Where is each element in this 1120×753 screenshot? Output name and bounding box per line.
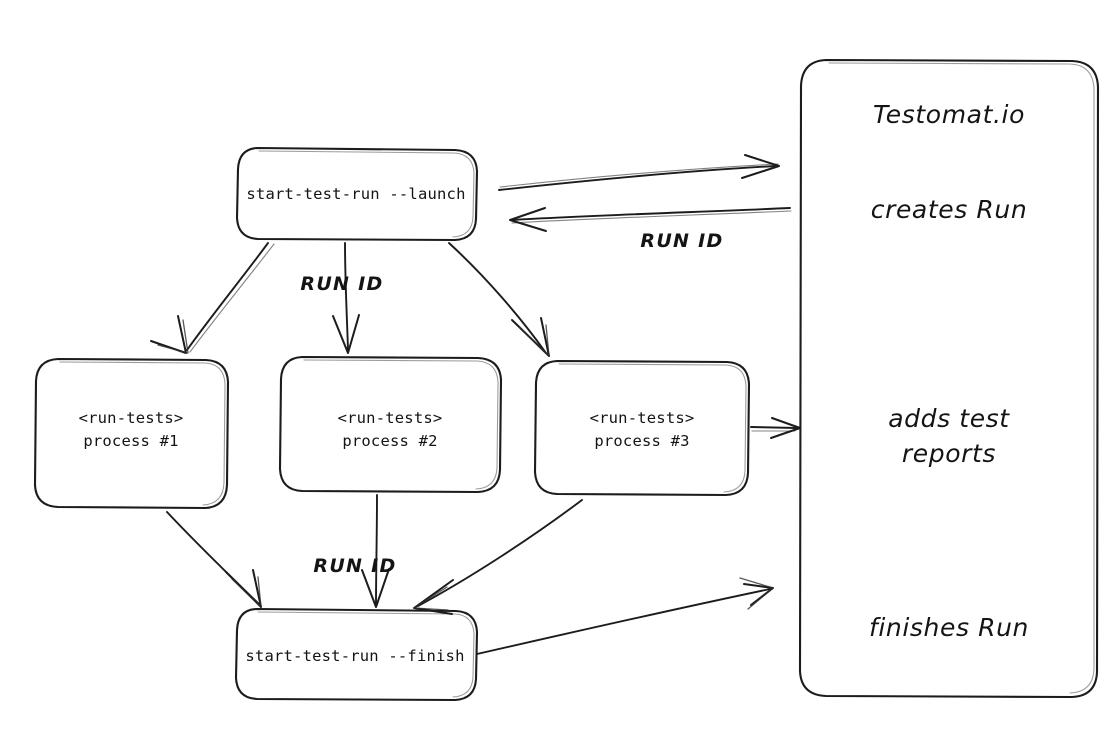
edge-launch-to-process-1 <box>150 242 275 354</box>
launch-node-outline-sketch <box>258 150 475 238</box>
edge-process-2-to-finish-line <box>375 494 378 605</box>
edge-process-3-to-panel-arrowhead <box>770 417 801 439</box>
node-run-tests-process-3[interactable]: <run-tests> process #3 <box>533 359 751 497</box>
node-run-tests-process-2[interactable]: <run-tests> process #2 <box>278 355 503 494</box>
edge-launch-to-process-2: RUN ID <box>300 242 383 354</box>
finish-node-label: start-test-run --finish <box>245 647 464 665</box>
finish-node-outline-sketch <box>257 611 475 698</box>
edge-finish-to-panel-line <box>476 588 771 655</box>
panel-title: Testomat.io <box>873 100 1025 129</box>
edge-process-2-to-finish-arrowhead <box>361 568 390 608</box>
panel-step-adds-test-reports-line2: reports <box>902 439 996 468</box>
process-1-label-line1: <run-tests> <box>79 409 184 427</box>
node-run-tests-process-1[interactable]: <run-tests> process #1 <box>33 357 230 510</box>
edge-process-3-to-panel-line <box>750 426 798 429</box>
process-2-label-line2: process #2 <box>342 432 437 450</box>
edge-panel-to-launch-line-sketch <box>511 210 792 224</box>
edge-launch-to-process-1-line-sketch <box>189 243 275 353</box>
edge-panel-to-launch-arrowhead <box>509 207 547 232</box>
process-2-outline <box>278 355 503 494</box>
edge-label-run-id-fanout: RUN ID <box>300 273 383 295</box>
edge-process-1-to-finish <box>166 511 262 608</box>
edge-process-3-to-finish <box>413 499 583 615</box>
process-1-outline-sketch <box>59 361 226 506</box>
process-1-outline <box>33 357 230 510</box>
process-3-label-line1: <run-tests> <box>590 409 695 427</box>
process-2-label-line1: <run-tests> <box>338 409 443 427</box>
panel-step-creates-run: creates Run <box>871 195 1028 224</box>
edge-process-1-to-finish-arrowhead-sketch <box>231 576 262 608</box>
panel-step-adds-test-reports-line1: adds test <box>888 404 1010 433</box>
process-3-outline-sketch <box>558 363 747 493</box>
process-2-outline-sketch <box>303 359 499 490</box>
edge-finish-to-panel-arrowhead-sketch <box>739 577 774 610</box>
edge-launch-to-process-2-line <box>344 242 349 351</box>
edge-label-run-id-fanin: RUN ID <box>313 555 396 577</box>
edge-process-3-to-panel <box>750 417 801 439</box>
edge-process-3-to-finish-line <box>417 499 583 607</box>
edge-panel-to-launch-line <box>510 207 791 221</box>
edge-finish-to-panel <box>476 577 774 655</box>
process-1-label-line2: process #1 <box>83 432 178 450</box>
panel-outline-sketch <box>828 62 1095 694</box>
edge-launch-to-panel <box>498 154 780 191</box>
node-start-test-run-launch[interactable]: start-test-run --launch <box>235 146 479 242</box>
testomat-panel[interactable]: Testomat.io creates Run adds test report… <box>798 58 1100 699</box>
edge-panel-to-launch: RUN ID <box>509 207 792 252</box>
launch-node-label: start-test-run --launch <box>246 185 465 203</box>
finish-node-outline <box>234 607 479 702</box>
edge-launch-to-panel-line <box>498 165 777 191</box>
panel-step-finishes-run: finishes Run <box>869 613 1029 642</box>
edge-process-3-to-finish-arrowhead-sketch <box>413 586 449 611</box>
process-3-label-line2: process #3 <box>594 432 689 450</box>
edge-process-2-to-finish: RUN ID <box>313 494 396 608</box>
edge-label-run-id-return: RUN ID <box>640 230 723 252</box>
edge-launch-to-panel-arrowhead <box>741 154 780 179</box>
edge-launch-to-panel-line-sketch <box>499 163 779 188</box>
edge-launch-to-process-2-arrowhead <box>332 314 360 354</box>
panel-outline <box>798 58 1100 699</box>
edge-launch-to-process-1-line <box>186 242 269 351</box>
edge-launch-to-process-3 <box>448 242 550 357</box>
node-start-test-run-finish[interactable]: start-test-run --finish <box>234 607 479 702</box>
process-3-outline <box>533 359 751 497</box>
edge-launch-to-process-3-line <box>448 242 547 354</box>
edge-launch-to-process-3-arrowhead-sketch <box>518 324 550 357</box>
launch-node-outline <box>235 146 479 242</box>
edge-launch-to-process-1-arrowhead-sketch <box>157 319 189 354</box>
